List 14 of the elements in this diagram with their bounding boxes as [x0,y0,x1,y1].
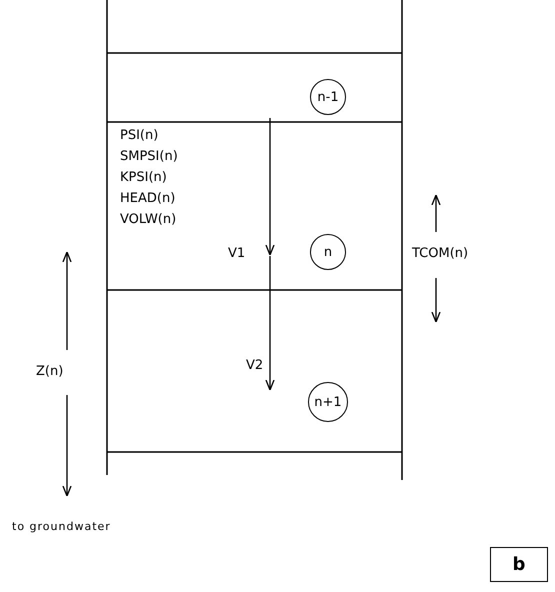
variable-label: V1 [228,246,246,262]
layer-circle: n+1 [308,382,348,422]
variable-label: KPSI(n) [120,170,167,186]
layer-circle: n-1 [310,79,346,115]
layer-circle: n [310,234,346,270]
variable-label: PSI(n) [120,128,158,144]
variable-label: V2 [246,358,264,374]
variable-label: to groundwater [12,519,111,535]
variable-label: Z(n) [36,364,64,380]
panel-letter-box: b [490,547,548,582]
variable-label: HEAD(n) [120,191,176,207]
variable-label: VOLW(n) [120,212,176,228]
variable-label: SMPSI(n) [120,149,178,165]
variable-label: TCOM(n) [412,246,468,262]
